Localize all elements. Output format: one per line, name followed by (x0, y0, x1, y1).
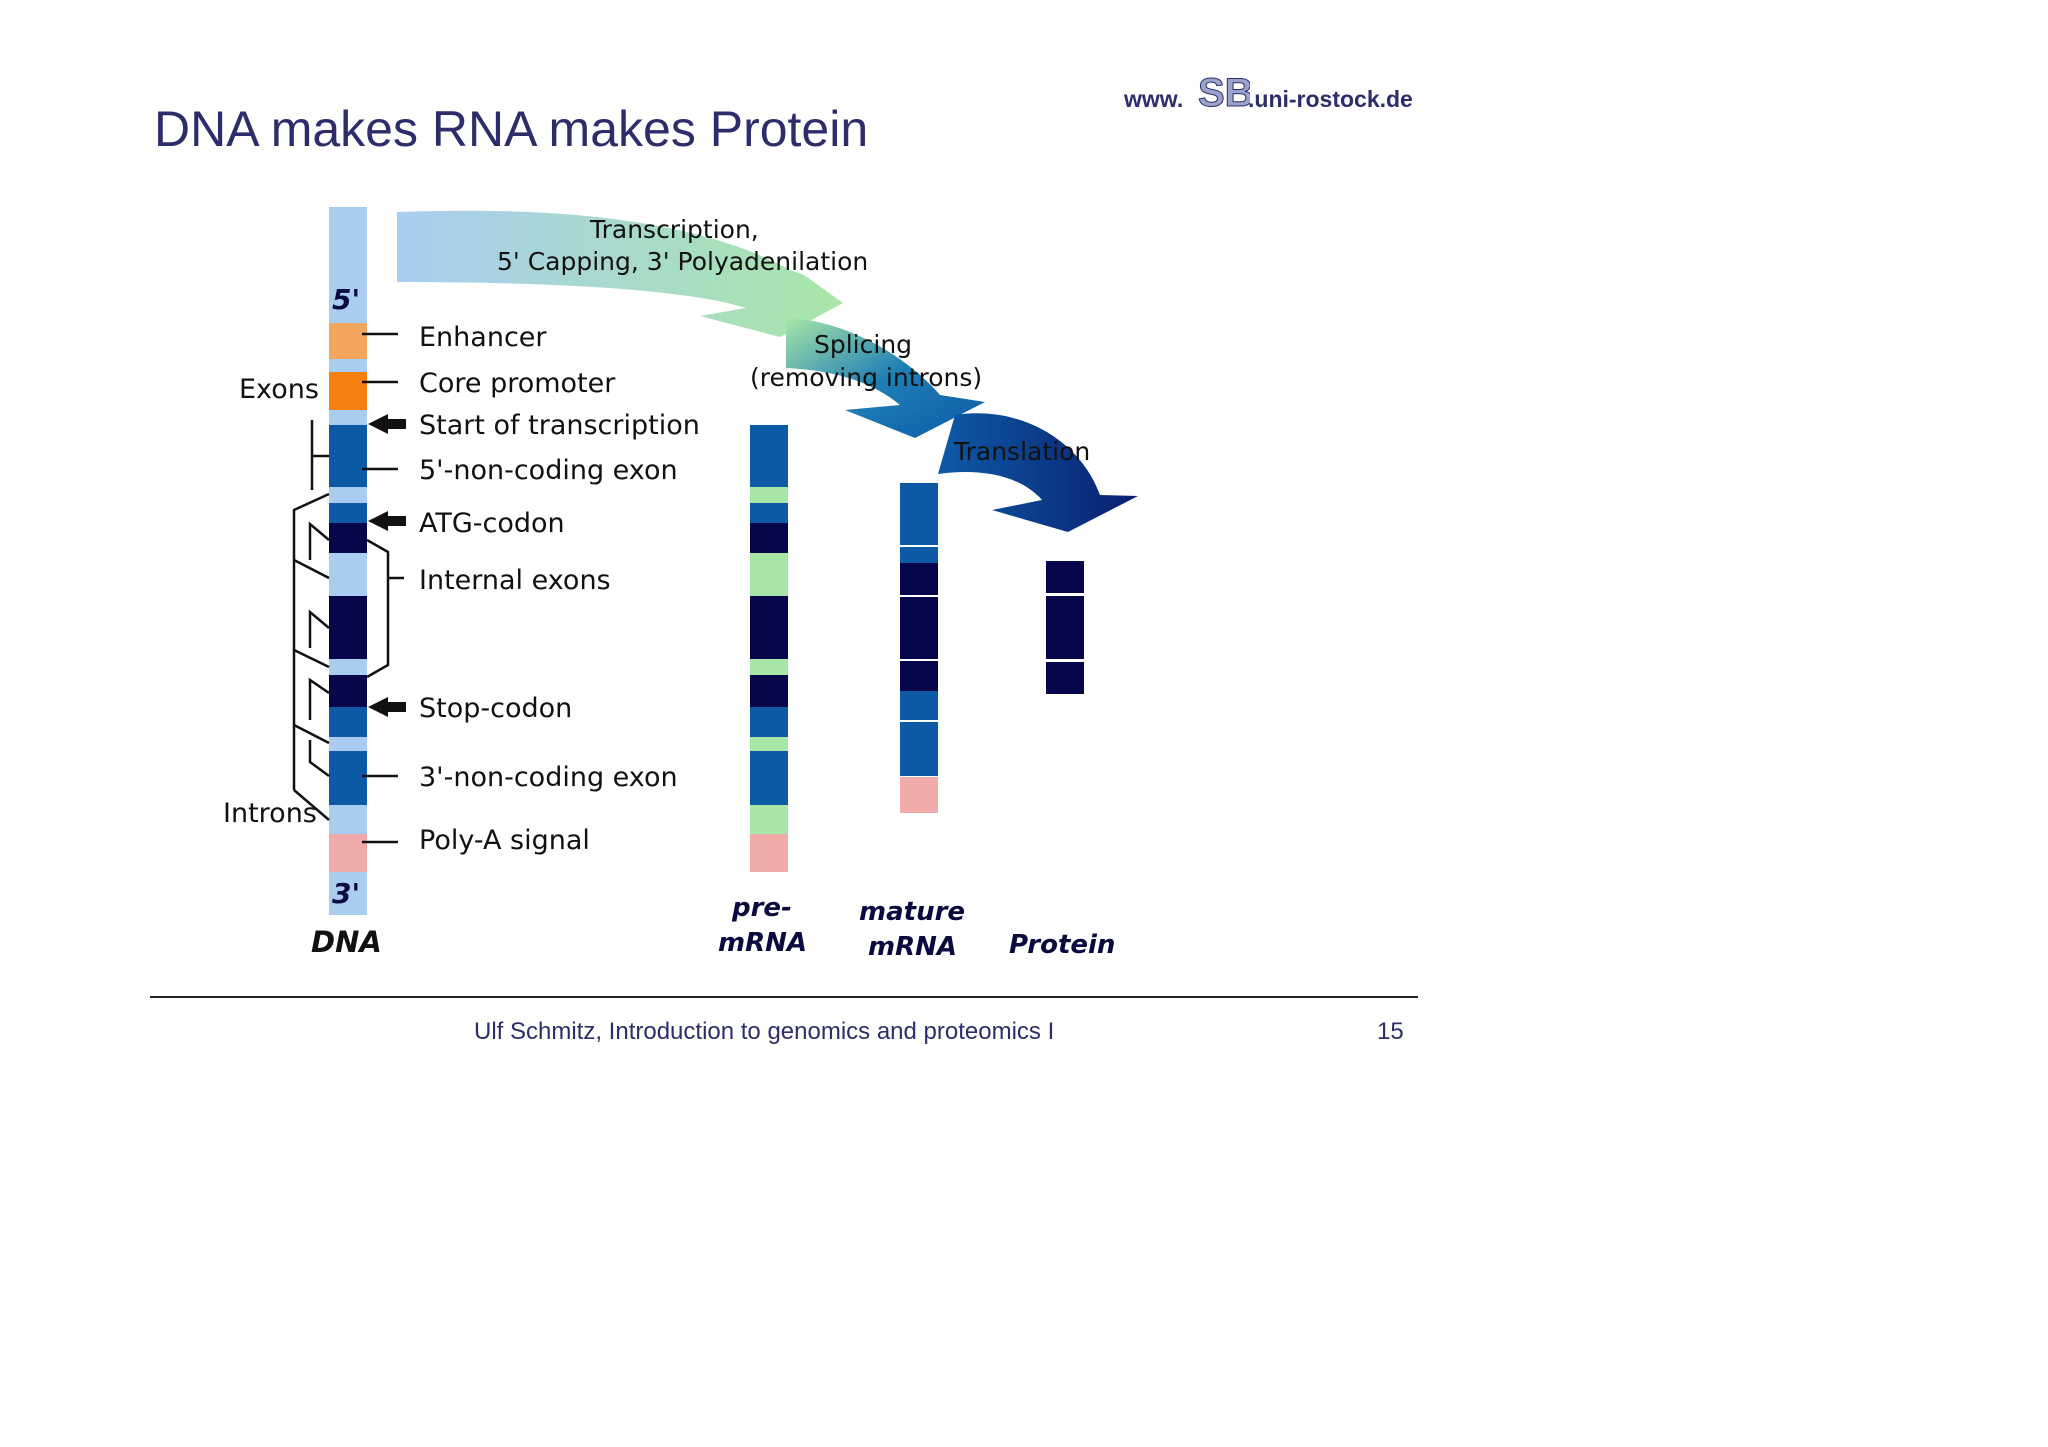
polya-signal-label: Poly-A signal (419, 825, 590, 856)
premrna-intron3 (750, 659, 788, 675)
core-promoter-label: Core promoter (419, 368, 616, 399)
mature-exon1 (900, 483, 938, 545)
slide-title: DNA makes RNA makes Protein (154, 101, 869, 157)
exons-label: Exons (239, 374, 319, 405)
mature-exon3 (900, 597, 938, 659)
internal-exons-label: Internal exons (419, 565, 611, 596)
footer-divider (150, 996, 1418, 998)
premrna-exon4-noncoding (750, 707, 788, 737)
mature-exon4-coding (900, 661, 938, 691)
mature-exon5 (900, 722, 938, 776)
premrna-exon2-coding (750, 523, 788, 553)
dna-exon1-segment (329, 425, 367, 487)
sbi-logo-text: SBI (1198, 71, 1250, 114)
translation-arrow (938, 413, 1138, 532)
dna-exon4-coding (329, 675, 367, 707)
site-prefix: www. (1124, 86, 1184, 112)
mature-stage-label-line2: mRNA (868, 932, 957, 962)
dna-polya-segment (329, 834, 367, 872)
page-number: 15 (1377, 1018, 1404, 1045)
splicing-label-line1: Splicing (814, 330, 912, 359)
gene-expression-diagram: Transcription, 5' Capping, 3' Polyadenil… (223, 207, 1138, 962)
sbi-logo: SBI (1198, 71, 1251, 115)
splicing-label-line2: (removing introns) (750, 363, 982, 392)
protein-segment-3 (1046, 662, 1084, 694)
atg-codon-label: ATG-codon (419, 508, 565, 539)
premrna-exon1 (750, 425, 788, 487)
three-noncoding-exon-label: 3'-non-coding exon (419, 762, 678, 793)
protein-stage-label: Protein (1009, 930, 1115, 960)
premrna-exon4-coding (750, 675, 788, 707)
mature-polya (900, 777, 938, 813)
stop-codon-label: Stop-codon (419, 693, 572, 724)
mature-exon4-noncoding (900, 691, 938, 720)
premrna-exon3 (750, 596, 788, 659)
five-noncoding-exon-label: 5'-non-coding exon (419, 455, 678, 486)
site-suffix: .uni-rostock.de (1248, 86, 1413, 112)
protein-segment-2 (1046, 596, 1084, 659)
dna-strand: 5' 3' (329, 207, 367, 915)
protein-strand (1046, 561, 1084, 694)
stop-pointer-icon (368, 697, 406, 717)
pointer-arrows (368, 414, 406, 717)
mature-exon2-coding (900, 563, 938, 595)
splicing-label: Splicing (removing introns) (750, 330, 982, 392)
dna-exon5-segment (329, 751, 367, 805)
footer-credit: Ulf Schmitz, Introduction to genomics an… (474, 1018, 1055, 1045)
premrna-tail-region (750, 805, 788, 834)
introns-label: Introns (223, 798, 317, 829)
site-url[interactable]: www. SBI .uni-rostock.de (1124, 62, 1444, 122)
dna-enhancer-segment (329, 323, 367, 359)
premrna-intron1 (750, 487, 788, 503)
five-prime-label: 5' (332, 283, 360, 316)
atg-pointer-icon (368, 511, 406, 531)
dna-exon3-segment (329, 596, 367, 659)
protein-segment-1 (1046, 561, 1084, 593)
transcription-label-line1: Transcription, (589, 215, 759, 244)
premrna-stage-label-line2: mRNA (718, 928, 807, 958)
dna-exon2-noncoding (329, 503, 367, 523)
premrna-strand (750, 425, 788, 872)
translation-label: Translation (953, 437, 1090, 466)
three-prime-label: 3' (332, 877, 360, 910)
mature-stage-label-line1: mature (859, 897, 965, 927)
dna-exon2-coding (329, 523, 367, 553)
start-pointer-icon (368, 414, 406, 434)
premrna-intron4 (750, 737, 788, 751)
dna-exon4-noncoding (329, 707, 367, 737)
dna-stage-label: DNA (311, 925, 382, 959)
premrna-exon2-noncoding (750, 503, 788, 523)
premrna-stage-label-line1: pre- (731, 893, 792, 923)
premrna-exon5 (750, 751, 788, 805)
mature-exon2-noncoding (900, 547, 938, 563)
leader-lines (292, 332, 404, 844)
premrna-polya (750, 834, 788, 872)
transcription-label-line2: 5' Capping, 3' Polyadenilation (497, 247, 868, 276)
feature-labels: Enhancer Core promoter Start of transcri… (419, 322, 700, 856)
transcription-arrow (397, 210, 843, 337)
enhancer-label: Enhancer (419, 322, 547, 353)
mature-mrna-strand (900, 483, 938, 813)
premrna-intron2 (750, 553, 788, 596)
transcription-label: Transcription, 5' Capping, 3' Polyadenil… (497, 215, 868, 276)
dna-promoter-segment (329, 372, 367, 410)
splicing-arrow (786, 318, 985, 438)
start-transcription-label: Start of transcription (419, 410, 700, 441)
